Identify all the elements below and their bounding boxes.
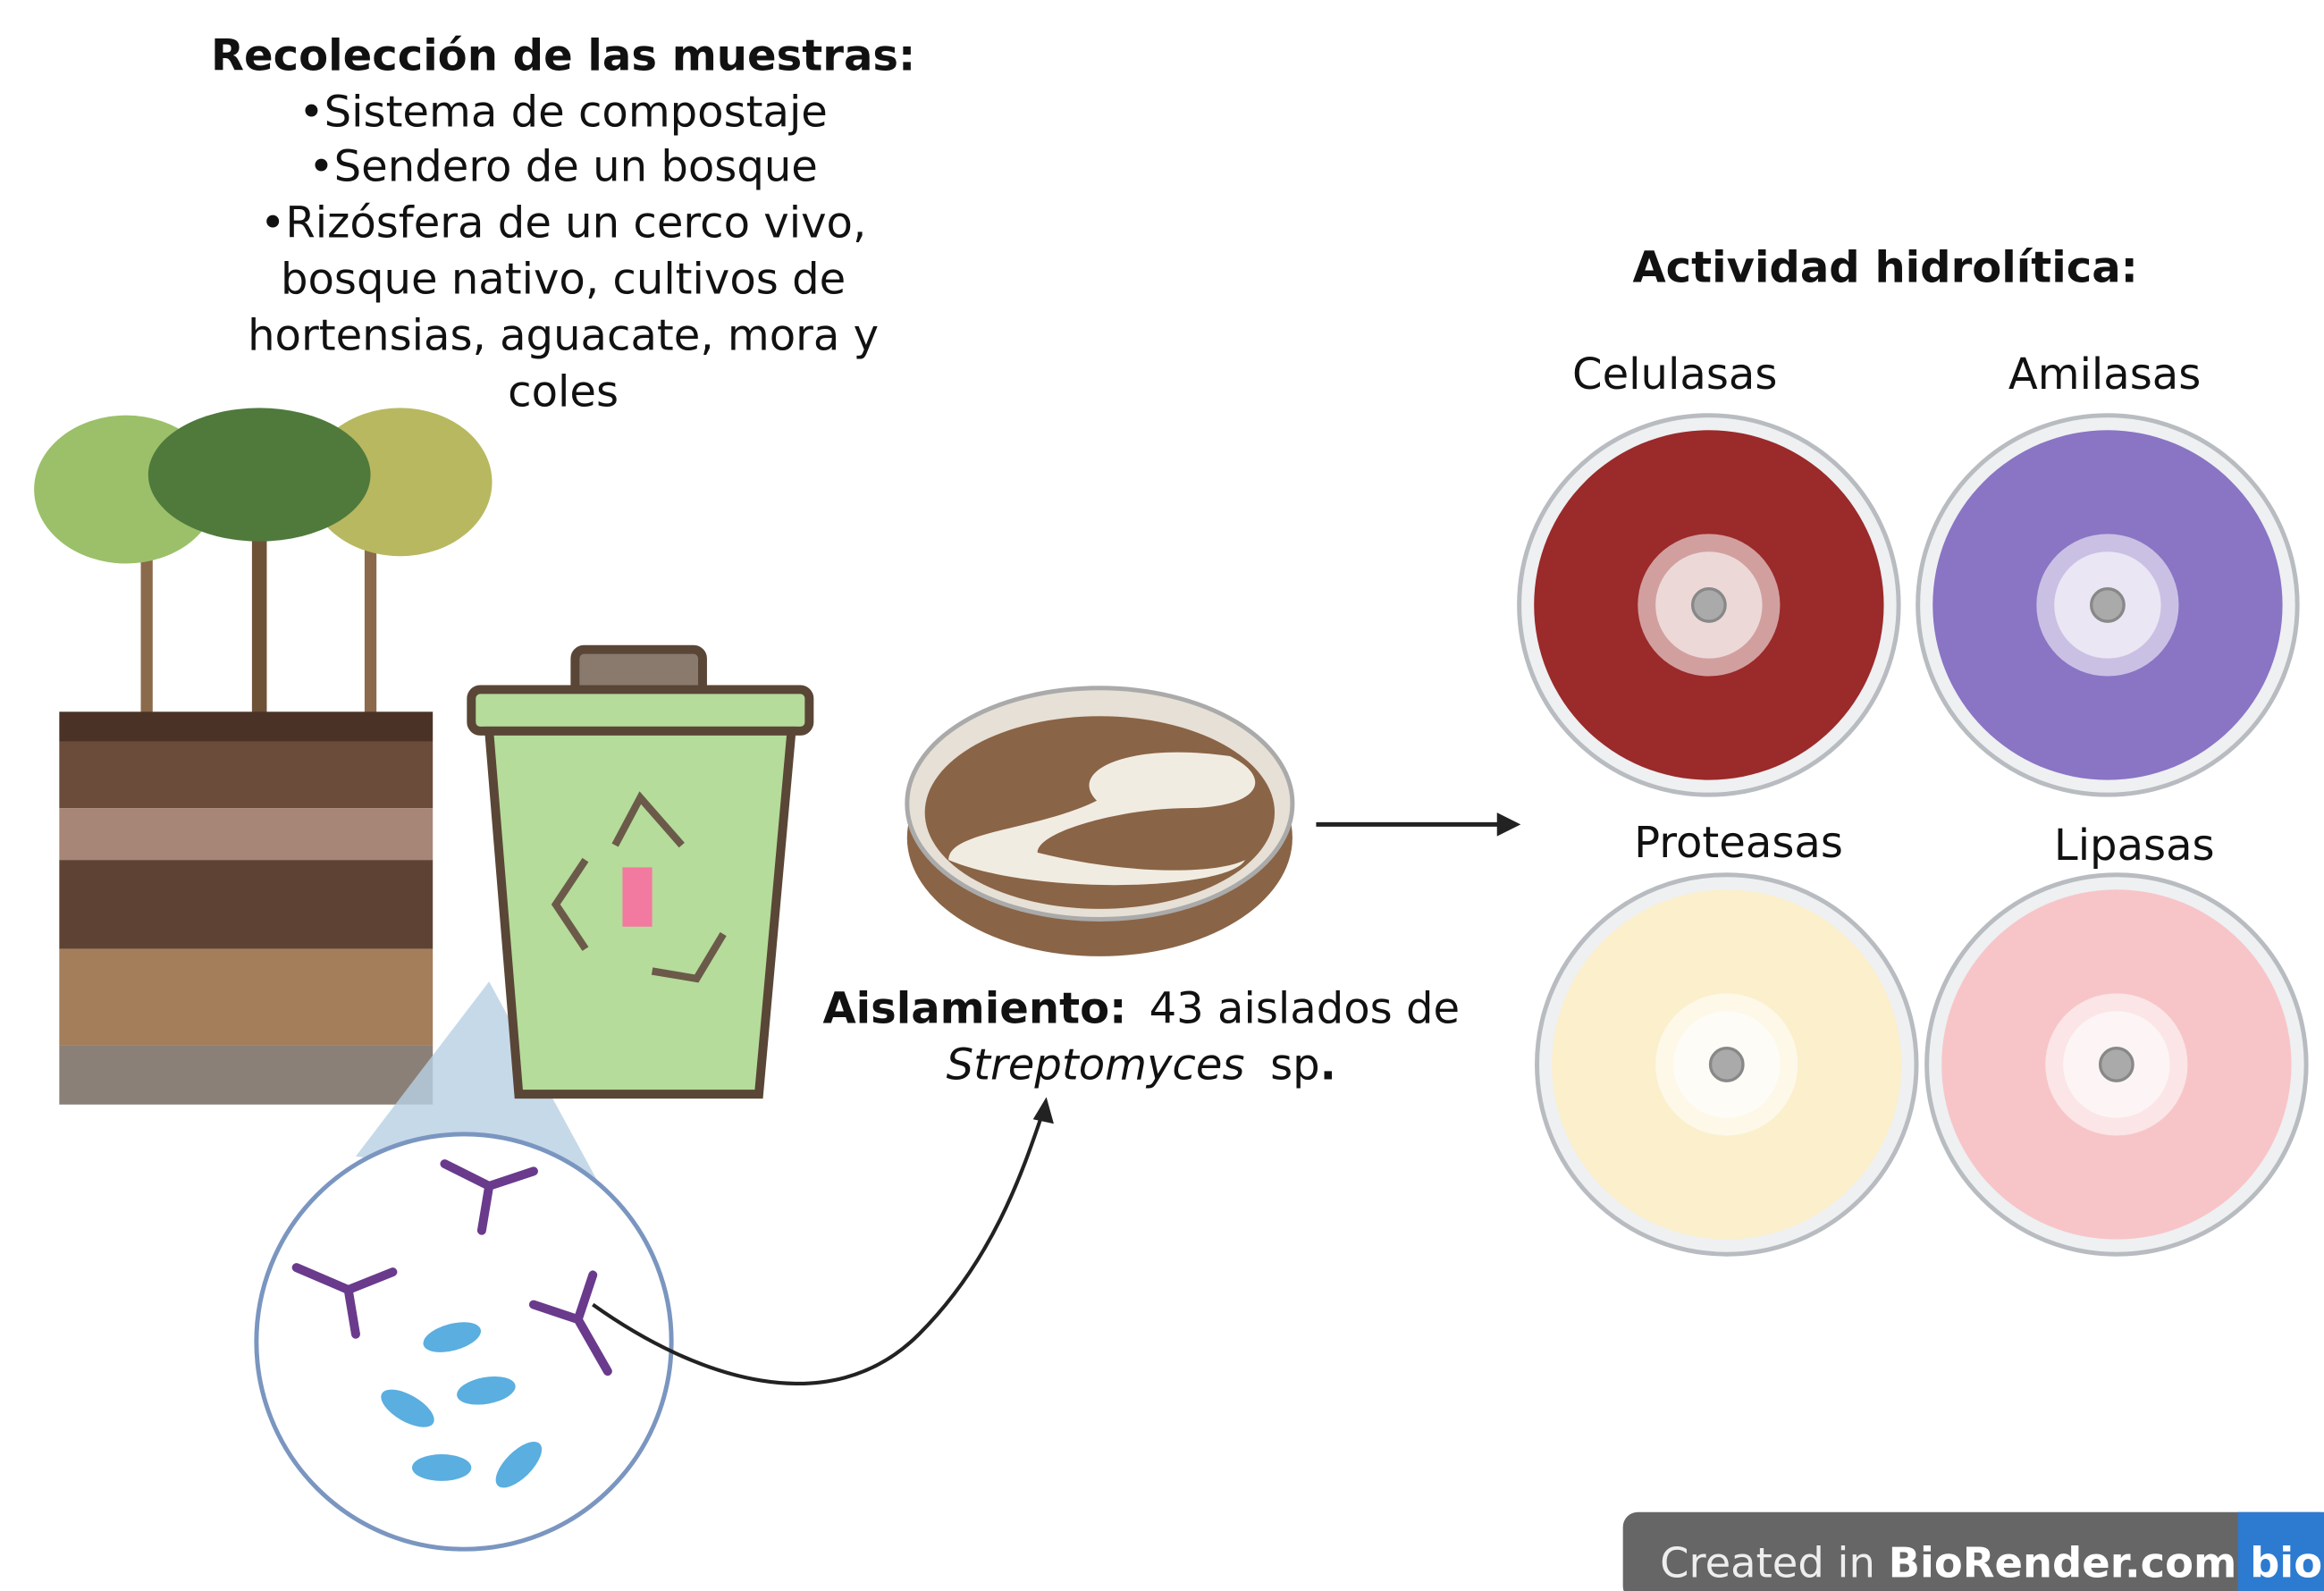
disc-icon [1690, 587, 1727, 623]
isolation-label: Aislamiento: [822, 984, 1126, 1034]
collection-line: hortensias, aguacate, mora y [248, 311, 879, 361]
petri-plate-proteasas [1535, 872, 1919, 1257]
plate-label-proteasas: Proteasas [1634, 818, 1843, 868]
collection-line: bosque nativo, cultivos de [281, 255, 846, 305]
biorender-logo: bio [2250, 1539, 2322, 1587]
plate-label-lipasas: Lipasas [2054, 821, 2215, 871]
petri-dish-isolates-icon [905, 686, 1295, 956]
badge-prefix: Created in [1660, 1539, 1888, 1587]
disc-icon [2090, 587, 2126, 623]
petri-plate-amilasas [1916, 413, 2300, 797]
trees-icon [34, 408, 493, 720]
biorender-badge[interactable]: Created in BioRender.com bio [1622, 1511, 2324, 1591]
soil-layers-icon [59, 711, 434, 1105]
petri-plate-celulasas [1517, 413, 1901, 797]
plate-label-amilasas: Amilasas [2008, 349, 2201, 400]
disc-icon [1708, 1047, 1745, 1082]
collection-title: Recolección de las muestras: [211, 30, 915, 80]
microbes-circle [254, 1132, 674, 1552]
zoom-cone [355, 981, 601, 1186]
curved-arrow-icon [592, 1097, 1054, 1385]
svg-text:Created in BioRender.com: Created in BioRender.com [1660, 1539, 2236, 1587]
isolation-text: Aislamiento: 43 aislados de Streptomyces… [822, 984, 1460, 1090]
disc-icon [2098, 1047, 2135, 1082]
collection-line: coles [508, 367, 619, 417]
isolation-count: 43 aislados de [1149, 984, 1461, 1034]
collection-line: •Sistema de compostaje [299, 87, 828, 137]
badge-brand: BioRender.com [1889, 1539, 2237, 1587]
collection-line: •Rizósfera de un cerco vivo, [260, 198, 866, 248]
activity-title: Actividad hidrolítica: [1632, 242, 2137, 292]
collection-text: Recolección de las muestras: •Sistema de… [211, 30, 915, 417]
svg-text:Aislamiento: 43 aislados: Aislamiento: 43 aislados de [822, 984, 1460, 1034]
isolation-period: . [1320, 1040, 1336, 1090]
isolation-species: Streptomyces [947, 1040, 1245, 1090]
svg-text:Streptomyces sp.: Streptomyces sp. [947, 1040, 1336, 1090]
isolation-suffix: sp [1270, 1040, 1320, 1090]
plate-label-celulasas: Celulasas [1572, 349, 1777, 400]
petri-plate-lipasas [1924, 872, 2309, 1257]
collection-line: •Sendero de un bosque [308, 142, 818, 192]
compost-bin-icon [467, 644, 814, 1099]
plates: Celulasas Amilasas Proteasas Lipasas [1517, 349, 2309, 1257]
arrow-right-icon [1316, 812, 1521, 837]
